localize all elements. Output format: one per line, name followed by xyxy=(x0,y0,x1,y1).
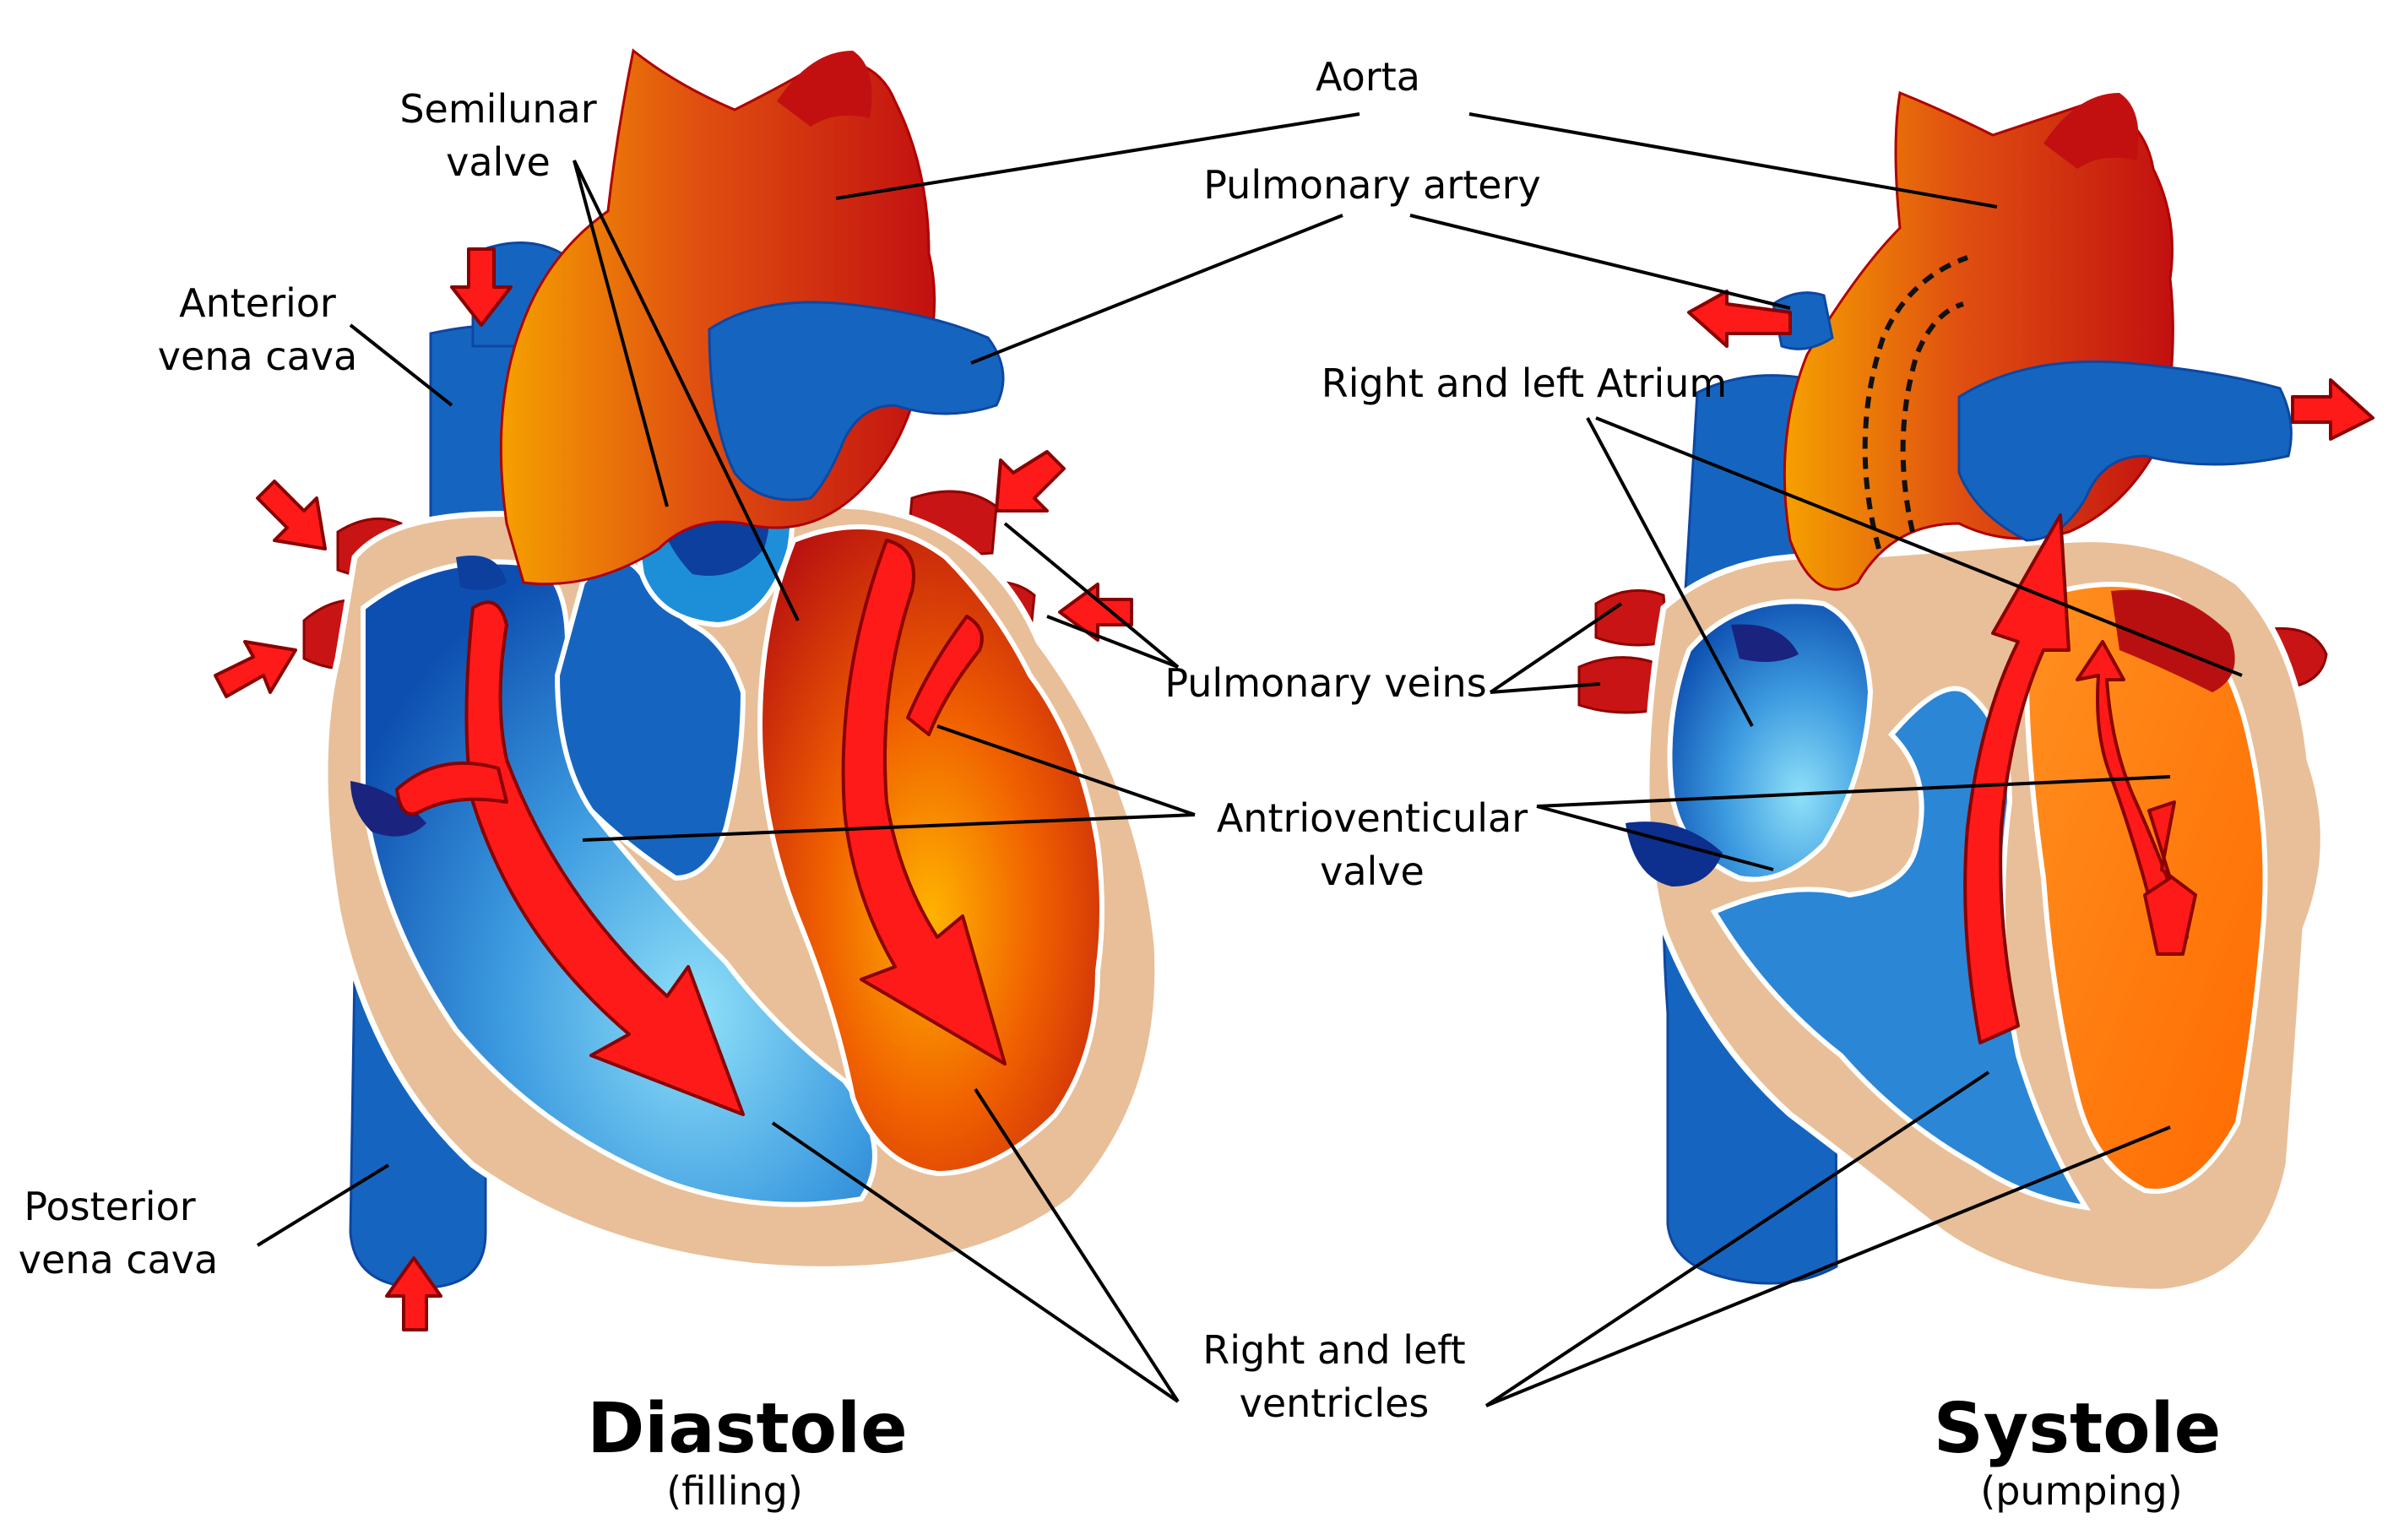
title-systole: Systole xyxy=(1934,1389,2222,1469)
aorta-branch xyxy=(2043,93,2139,169)
inflow-arrow xyxy=(214,640,297,698)
flow-arrow-left-zigzag xyxy=(2143,800,2197,956)
aorta-dashed-flow xyxy=(1900,301,1964,533)
valve-pocket xyxy=(456,556,507,590)
heart-diastole xyxy=(214,48,1161,1331)
label-anterior-line1: Anterior xyxy=(179,280,336,326)
title-diastole: Diastole xyxy=(587,1389,908,1469)
label-semilunar-line1: Semilunar xyxy=(399,86,596,132)
label-posterior-line2: vena cava xyxy=(19,1237,218,1282)
flow-arrow-left-ventricle xyxy=(841,539,1007,1066)
label-av-line2: valve xyxy=(1320,849,1425,894)
subtitle-systole: (pumping) xyxy=(1980,1468,2182,1514)
labels: Aorta Pulmonary artery Semilunar valve A… xyxy=(19,54,2221,1514)
label-ventricles-line1: Right and left xyxy=(1202,1327,1465,1373)
flow-arrow-right-ventricle-out xyxy=(1963,513,2071,1044)
flow-arrow-left-ventricle-out xyxy=(2076,640,2189,947)
label-aorta: Aorta xyxy=(1316,54,1420,100)
pulmonary-artery-shape xyxy=(1957,360,2293,542)
valve-pocket xyxy=(350,781,426,837)
valve-pocket xyxy=(1731,624,1799,662)
label-ventricles-line2: ventricles xyxy=(1240,1380,1430,1426)
valve-pocket xyxy=(2111,589,2235,692)
flow-arrow-left-ventricle-branch xyxy=(906,615,984,736)
label-posterior-line1: Posterior xyxy=(24,1184,195,1229)
inflow-arrow xyxy=(385,1256,442,1331)
inflow-arrow xyxy=(450,247,513,327)
outflow-arrow xyxy=(1687,290,1792,348)
aorta-dashed-flow xyxy=(1862,255,1969,550)
right-atrium-chamber xyxy=(1667,599,1874,882)
inflow-arrow xyxy=(1058,583,1133,642)
flow-arrow-right-atrium-curl xyxy=(395,761,508,816)
outflow-arrow xyxy=(2291,378,2374,441)
label-semilunar-line2: valve xyxy=(446,139,551,185)
aorta-branch xyxy=(777,51,872,127)
label-anterior-line2: vena cava xyxy=(158,333,357,379)
heart-systole xyxy=(1577,90,2374,1295)
label-pulmonary-veins: Pulmonary veins xyxy=(1164,660,1486,706)
inflow-arrow xyxy=(995,450,1066,512)
inflow-arrow xyxy=(256,480,327,550)
label-atrium: Right and left Atrium xyxy=(1322,361,1727,406)
subtitle-diastole: (filling) xyxy=(666,1468,803,1514)
leader-lines xyxy=(256,112,2243,1407)
pulmonary-artery-shape xyxy=(708,301,1005,502)
label-pulmonary-artery: Pulmonary artery xyxy=(1203,162,1541,208)
label-av-line1: Antrioventicular xyxy=(1217,795,1528,841)
